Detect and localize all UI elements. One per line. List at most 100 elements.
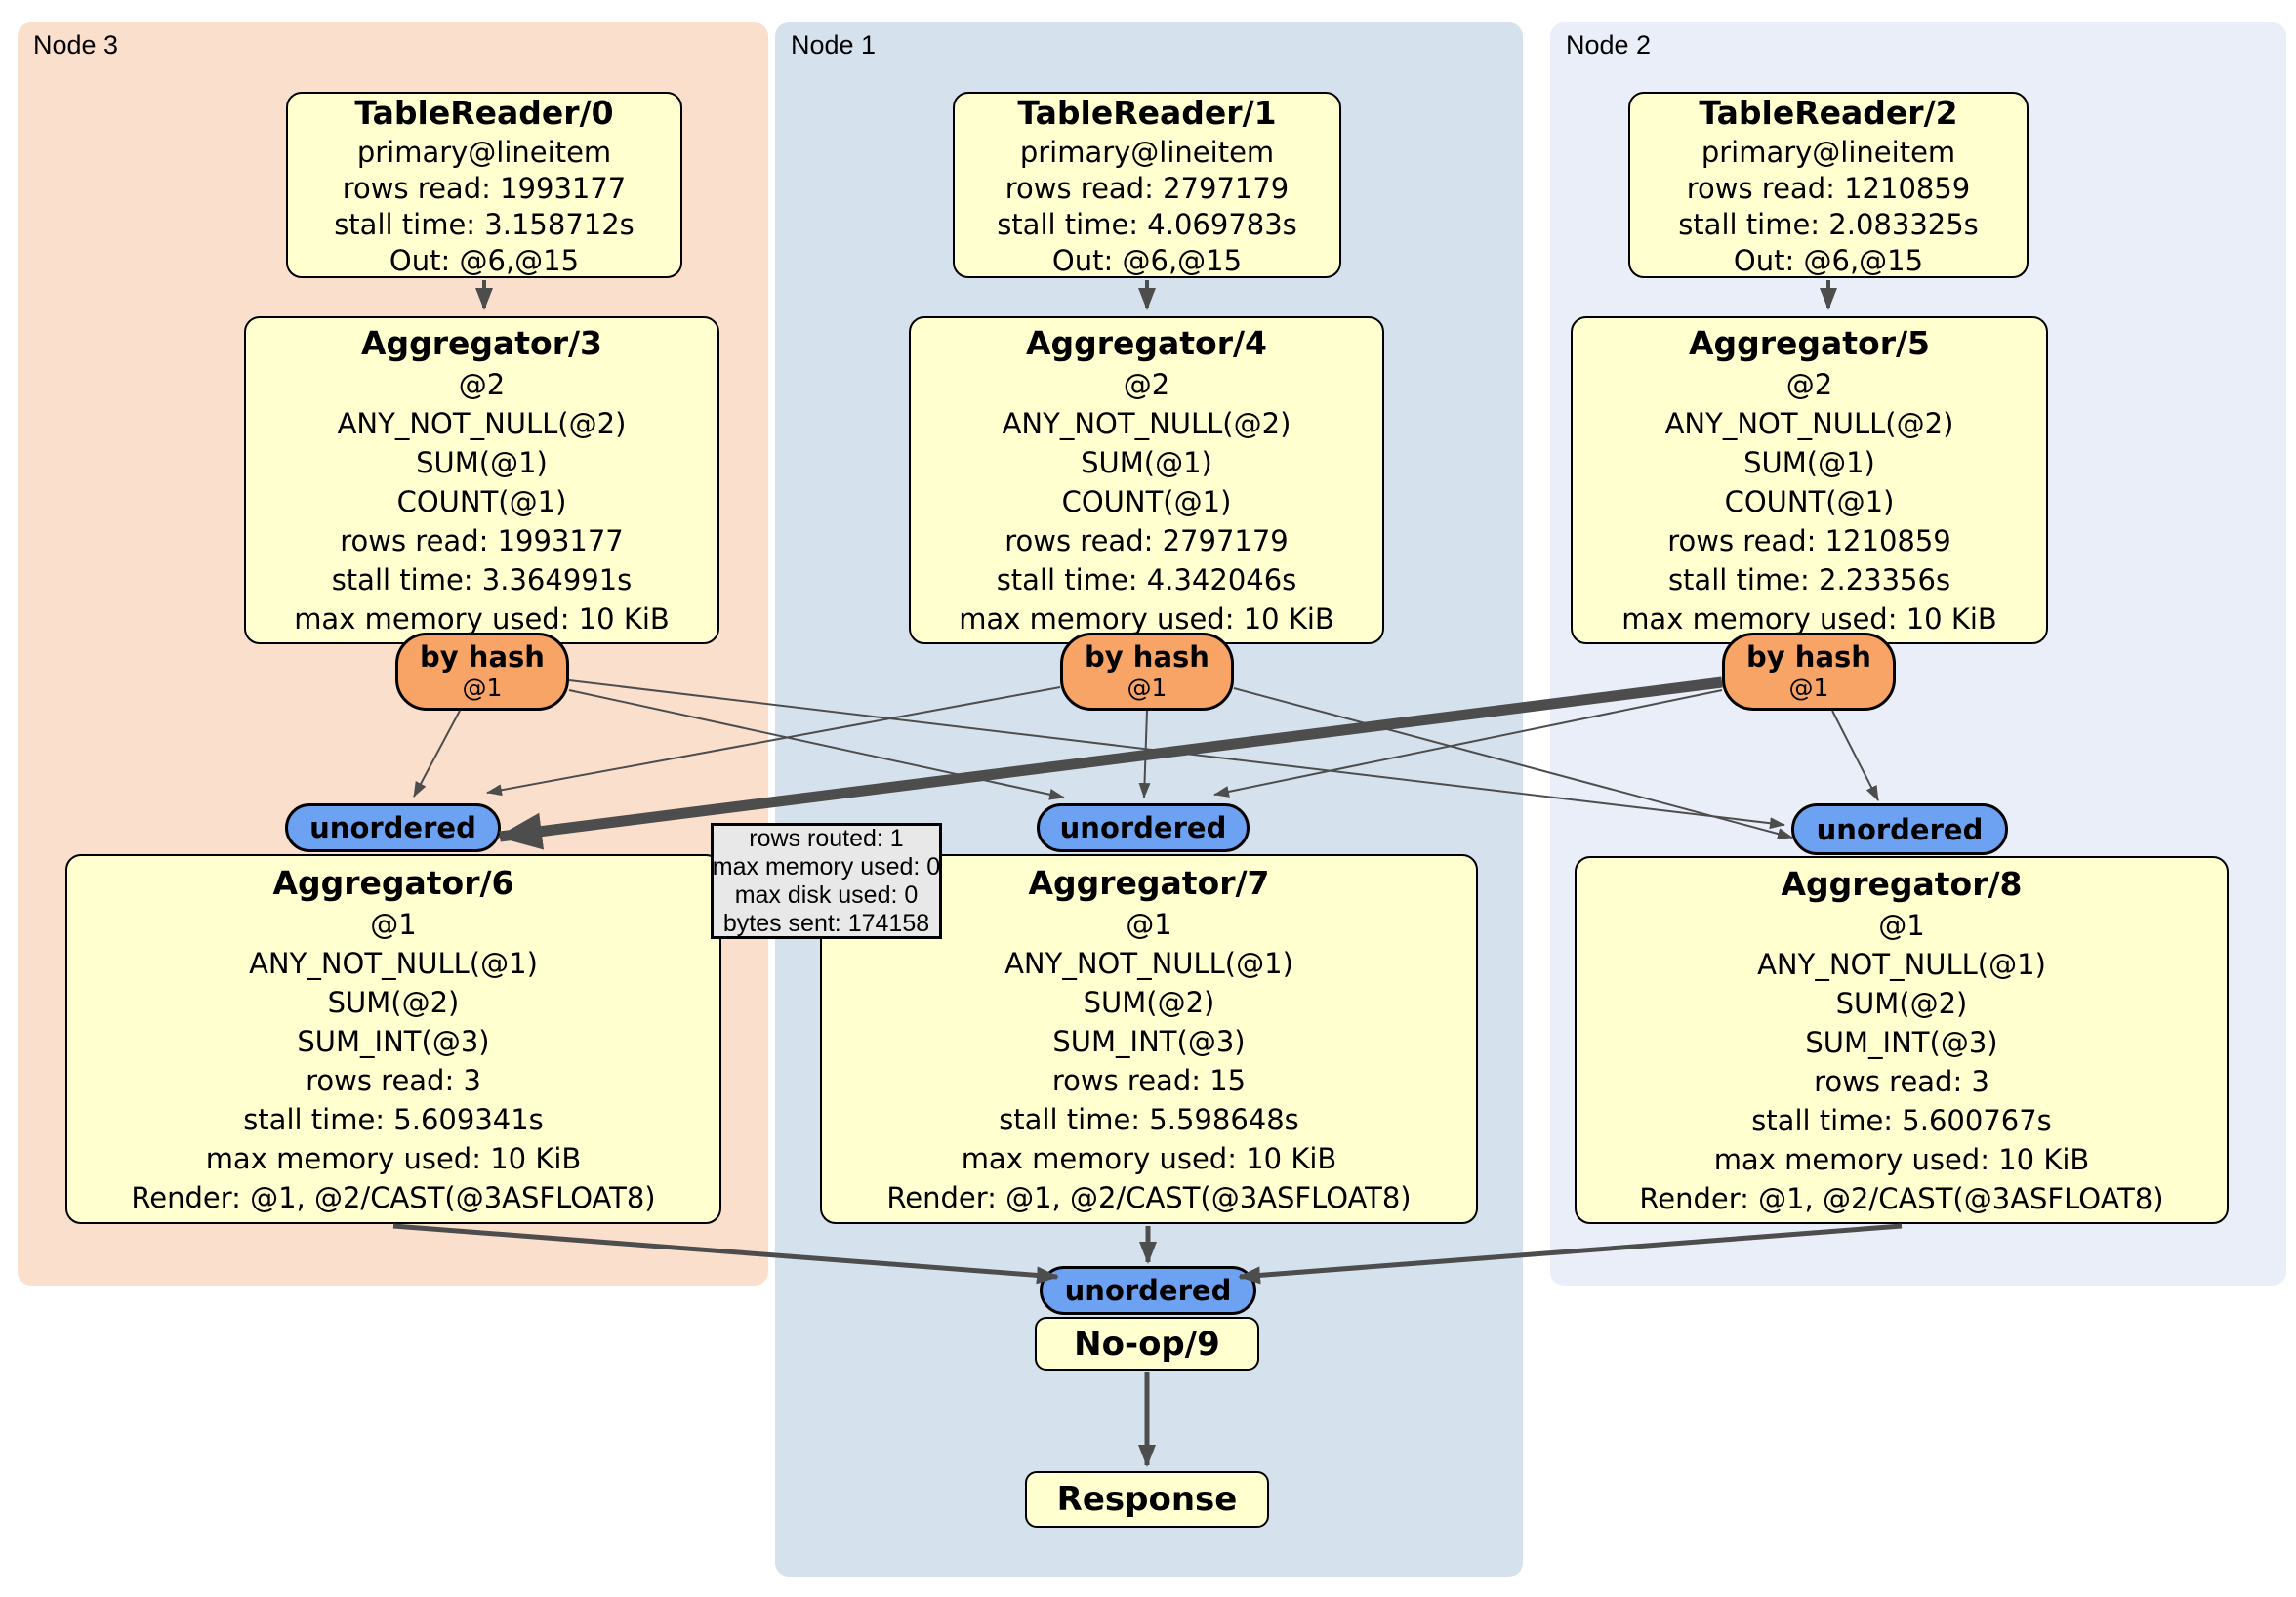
edge-agg6-final[interactable] [392,1223,1059,1285]
processor-tablereader-2[interactable]: TableReader/2 primary@lineitem rows read… [1628,92,2029,278]
edge-hash1-un2[interactable] [1233,687,1793,839]
edge-hash3-un3[interactable] [413,710,461,798]
processor-detail: rows read: 15 [1051,1063,1247,1097]
processor-title: TableReader/2 [1699,93,1958,132]
processor-detail: rows read: 3 [1814,1064,1989,1098]
processor-detail: @2 [458,368,506,401]
collector-label: unordered [1064,1274,1232,1307]
collector-label: unordered [309,811,476,844]
processor-aggregator-4[interactable]: Aggregator/4 @2 ANY_NOT_NULL(@2) SUM(@1)… [909,316,1384,644]
router-key: @1 [1127,674,1168,702]
processor-detail: @2 [1123,368,1170,401]
processor-title: No-op/9 [1074,1324,1220,1364]
processor-detail: @1 [370,907,417,941]
processor-detail: Render: @1, @2/CAST(@3ASFLOAT8) [1639,1181,2164,1215]
processor-detail: Out: @6,@15 [389,243,580,277]
router-key: @1 [1788,674,1829,702]
edge-hash2-un2[interactable] [1831,710,1879,801]
processor-detail: stall time: 5.600767s [1751,1103,2052,1137]
processor-detail: stall time: 3.364991s [331,563,633,596]
router-by-hash-node2[interactable]: by hash @1 [1722,633,1896,711]
processor-detail: @2 [1785,368,1833,401]
processor-noop-9[interactable]: No-op/9 [1035,1317,1259,1371]
processor-detail: ANY_NOT_NULL(@2) [1664,407,1954,440]
processor-detail: SUM(@2) [1083,985,1215,1019]
processor-detail: stall time: 4.342046s [996,563,1297,596]
router-label: by hash [1746,640,1871,674]
processor-title: Aggregator/7 [1028,863,1270,902]
processor-title: Aggregator/3 [360,324,603,362]
processor-detail: stall time: 5.598648s [999,1102,1299,1136]
processor-detail: rows read: 1993177 [340,524,624,557]
processor-detail: COUNT(@1) [396,485,567,518]
processor-detail: primary@lineitem [356,135,612,169]
processor-detail: rows read: 3 [306,1063,481,1097]
processor-detail: max memory used: 10 KiB [294,602,670,635]
processor-detail: @1 [1126,907,1172,941]
collector-unordered-node3[interactable]: unordered [285,803,501,852]
edge-hash1-un3[interactable] [486,686,1061,797]
processor-detail: stall time: 2.083325s [1678,207,1979,241]
processor-detail: Out: @6,@15 [1733,243,1924,277]
processor-title: TableReader/0 [354,93,614,132]
processor-detail: @1 [1878,908,1925,942]
router-by-hash-node1[interactable]: by hash @1 [1060,633,1234,711]
processor-detail: Out: @6,@15 [1051,243,1243,277]
processor-detail: primary@lineitem [1701,135,1956,169]
processor-detail: ANY_NOT_NULL(@1) [1757,947,2046,981]
processor-tablereader-0[interactable]: TableReader/0 primary@lineitem rows read… [286,92,682,278]
processor-detail: COUNT(@1) [1724,485,1895,518]
edge-agg8-final[interactable] [1238,1223,1903,1285]
processor-detail: stall time: 4.069783s [997,207,1297,241]
processor-aggregator-5[interactable]: Aggregator/5 @2 ANY_NOT_NULL(@2) SUM(@1)… [1571,316,2048,644]
processor-detail: ANY_NOT_NULL(@2) [1002,407,1292,440]
processor-title: Aggregator/5 [1688,324,1931,362]
processor-detail: SUM(@1) [416,446,548,479]
processor-detail: SUM(@1) [1743,446,1875,479]
edge-hash2-un3-heavy[interactable] [497,676,1723,850]
router-label: by hash [420,640,545,674]
processor-detail: rows read: 1210859 [1667,524,1951,557]
processor-detail: COUNT(@1) [1061,485,1232,518]
tooltip-line: rows routed: 1 [749,824,904,852]
processor-detail: SUM_INT(@3) [1052,1024,1246,1058]
processor-detail: rows read: 2797179 [1004,524,1289,557]
tooltip-line: max disk used: 0 [734,880,919,909]
node-2-label: Node 2 [1566,30,1652,60]
tooltip-line: max memory used: 0 [712,852,941,880]
router-label: by hash [1085,640,1210,674]
processor-title: TableReader/1 [1017,93,1277,132]
processor-aggregator-8[interactable]: Aggregator/8 @1 ANY_NOT_NULL(@1) SUM(@2)… [1575,856,2229,1224]
processor-detail: stall time: 2.23356s [1667,563,1951,596]
processor-detail: SUM_INT(@3) [297,1024,490,1058]
tooltip-line: bytes sent: 174158 [722,909,930,937]
router-by-hash-node3[interactable]: by hash @1 [395,633,569,711]
processor-detail: rows read: 1993177 [342,171,627,205]
collector-unordered-node2[interactable]: unordered [1791,803,2008,855]
processor-aggregator-6[interactable]: Aggregator/6 @1 ANY_NOT_NULL(@1) SUM(@2)… [65,854,721,1224]
processor-detail: stall time: 5.609341s [243,1102,544,1136]
edge-tooltip: rows routed: 1 max memory used: 0 max di… [711,823,942,939]
processor-detail: Render: @1, @2/CAST(@3ASFLOAT8) [131,1180,656,1214]
processor-title: Aggregator/6 [272,863,514,902]
processor-detail: SUM(@1) [1081,446,1212,479]
edge-hash2-un1[interactable] [1213,689,1723,798]
processor-aggregator-3[interactable]: Aggregator/3 @2 ANY_NOT_NULL(@2) SUM(@1)… [244,316,719,644]
processor-tablereader-1[interactable]: TableReader/1 primary@lineitem rows read… [953,92,1341,278]
processor-detail: SUM_INT(@3) [1805,1025,1998,1059]
processor-detail: max memory used: 10 KiB [205,1141,582,1175]
processor-detail: rows read: 1210859 [1686,171,1971,205]
collector-unordered-node1[interactable]: unordered [1037,803,1250,852]
processor-detail: stall time: 3.158712s [334,207,635,241]
processor-detail: SUM(@2) [327,985,460,1019]
processor-detail: Render: @1, @2/CAST(@3ASFLOAT8) [886,1180,1412,1214]
collector-unordered-final[interactable]: unordered [1040,1266,1256,1315]
collector-label: unordered [1059,811,1227,844]
processor-title: Response [1056,1480,1238,1519]
node-3-label: Node 3 [33,30,119,60]
node-1-label: Node 1 [791,30,877,60]
processor-response[interactable]: Response [1025,1471,1269,1528]
processor-detail: max memory used: 10 KiB [1621,602,1997,635]
collector-label: unordered [1816,812,1984,846]
